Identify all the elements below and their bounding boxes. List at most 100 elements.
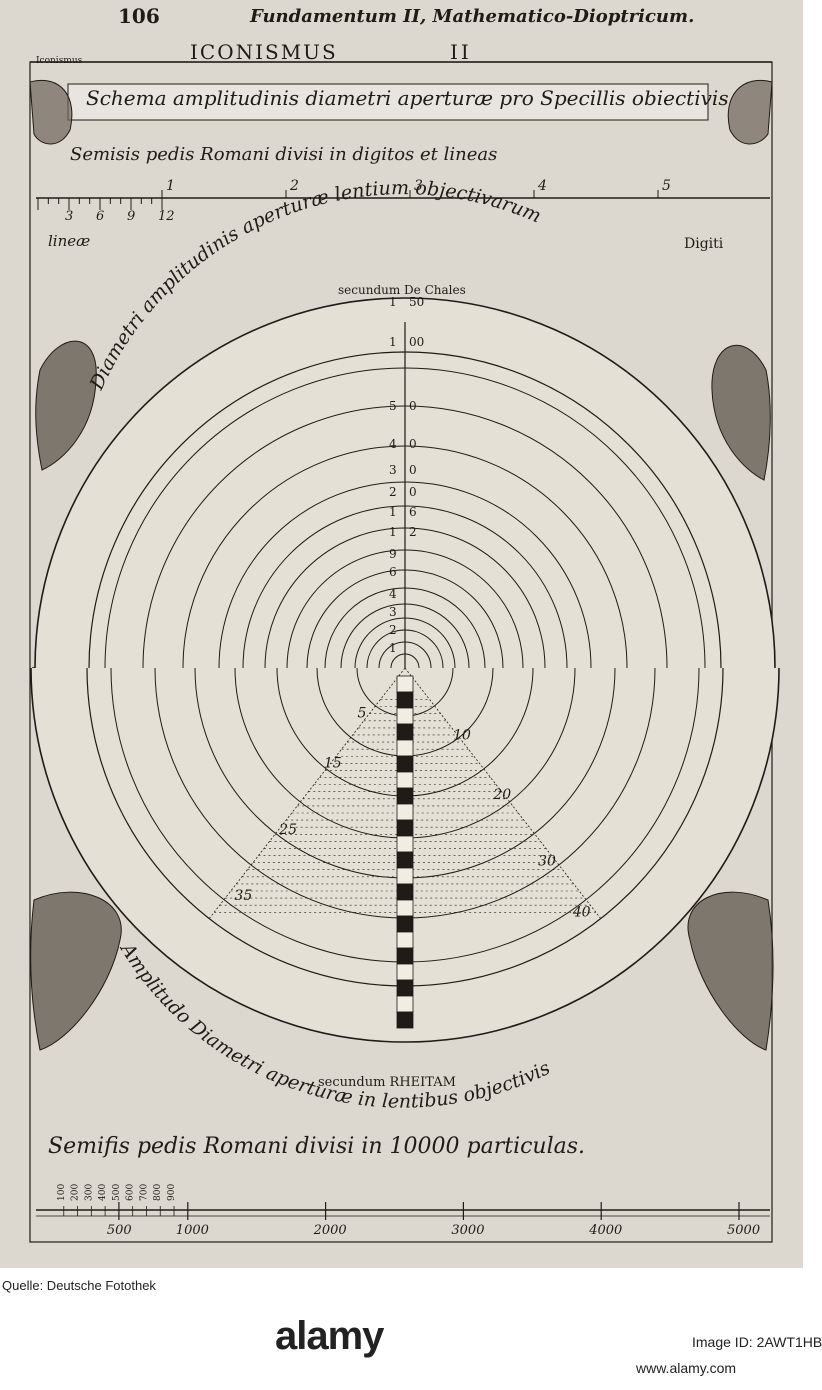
watermark-logo: alamy bbox=[275, 1314, 384, 1358]
digit-tick-label: 4 bbox=[537, 178, 547, 194]
central-scale-cell bbox=[396, 691, 414, 709]
banner-scroll-right bbox=[727, 79, 773, 145]
lower-right-label: 10 bbox=[453, 727, 471, 743]
major-tick-label: 5000 bbox=[727, 1223, 760, 1238]
lower-sub-inscription: secundum RHEITAM bbox=[318, 1075, 456, 1090]
source-credit: Quelle: Deutsche Fotothek bbox=[2, 1278, 156, 1293]
upper-axis-label: 1 bbox=[389, 335, 397, 349]
running-head: Fundamentum II, Mathematico-Dioptricum. bbox=[250, 6, 695, 27]
central-scale-cell bbox=[396, 819, 414, 837]
lineae-label: lineæ bbox=[48, 232, 91, 250]
upper-axis-label: 1 bbox=[389, 641, 397, 655]
drapery-upper-right bbox=[711, 344, 771, 481]
scheme-caption: Schema amplitudinis diametri aperturæ pr… bbox=[86, 86, 729, 110]
upper-scale-caption: Semisis pedis Romani divisi in digitos e… bbox=[70, 144, 498, 165]
upper-axis-label: 0 bbox=[409, 399, 417, 413]
upper-axis-label: 0 bbox=[409, 485, 417, 499]
plate-title: ICONISMUS bbox=[190, 40, 338, 64]
corner-label: Iconismus bbox=[36, 56, 83, 66]
lower-semicircle-diagram bbox=[30, 667, 780, 1043]
plate-number: II bbox=[450, 40, 472, 64]
digit-tick-label: 2 bbox=[289, 178, 299, 194]
line-tick-label: 6 bbox=[96, 209, 104, 224]
lower-right-label: 30 bbox=[538, 853, 556, 869]
digit-tick-label: 1 bbox=[166, 178, 175, 194]
major-tick-label: 2000 bbox=[313, 1223, 347, 1238]
central-scale-cell bbox=[396, 723, 414, 741]
upper-axis-label: 00 bbox=[409, 335, 424, 349]
central-scale-cell bbox=[396, 883, 414, 901]
fan-edge-right bbox=[404, 667, 602, 919]
lower-left-label: 35 bbox=[234, 888, 252, 904]
line-tick-label: 9 bbox=[127, 209, 135, 224]
major-tick-label: 3000 bbox=[451, 1223, 484, 1238]
drapery-upper-left bbox=[35, 340, 97, 471]
central-scale-cell bbox=[396, 899, 414, 917]
drapery-lower-right bbox=[687, 891, 774, 1051]
upper-axis-label: 3 bbox=[389, 605, 397, 619]
central-scale-cell bbox=[396, 787, 414, 805]
upper-axis-label: 6 bbox=[409, 505, 417, 519]
upper-axis-label: 0 bbox=[409, 463, 417, 477]
upper-axis-label: 2 bbox=[389, 623, 397, 637]
central-scale-cell bbox=[396, 755, 414, 773]
lower-right-label: 40 bbox=[572, 905, 591, 921]
small-tick-label: 600 bbox=[126, 1184, 136, 1201]
caption-banner bbox=[67, 83, 709, 121]
central-scale-cell bbox=[396, 931, 414, 949]
line-tick-label: 3 bbox=[65, 209, 73, 224]
central-scale-cell bbox=[396, 979, 414, 997]
upper-semicircle-diagram bbox=[34, 297, 776, 669]
upper-axis-label: 1 bbox=[389, 505, 397, 519]
central-scale-cell bbox=[396, 803, 414, 821]
lower-left-label: 5 bbox=[357, 706, 366, 722]
central-scale-cell bbox=[396, 771, 414, 789]
upper-axis-label: 6 bbox=[389, 565, 397, 579]
small-tick-label: 500 bbox=[112, 1184, 122, 1201]
small-tick-label: 100 bbox=[57, 1184, 67, 1201]
lower-left-label: 25 bbox=[278, 822, 297, 838]
central-scale-cell bbox=[396, 963, 414, 981]
upper-axis-label: 5 bbox=[389, 399, 397, 413]
central-scale-cell bbox=[396, 867, 414, 885]
fan-edge-left bbox=[208, 667, 406, 919]
upper-axis-label: 3 bbox=[389, 463, 397, 477]
central-scale-cell bbox=[396, 947, 414, 965]
central-scale-cell bbox=[396, 675, 414, 693]
major-tick-label: 1000 bbox=[176, 1223, 209, 1238]
central-scale-cell bbox=[396, 995, 414, 1013]
upper-axis-label: 1 bbox=[389, 295, 397, 309]
major-tick-label: 4000 bbox=[588, 1223, 622, 1238]
digiti-label: Digiti bbox=[684, 236, 724, 252]
lower-scale-caption: Semifis pedis Romani divisi in 10000 par… bbox=[48, 1134, 586, 1159]
upper-sub-inscription: secundum De Chales bbox=[338, 283, 466, 297]
upper-axis-label: 4 bbox=[389, 587, 397, 601]
central-scale-cell bbox=[396, 835, 414, 853]
digit-tick-label: 5 bbox=[662, 178, 671, 194]
upper-axis-label: 9 bbox=[389, 547, 397, 561]
upper-axis-label: 0 bbox=[409, 437, 417, 451]
central-scale-cell bbox=[396, 915, 414, 933]
major-tick-label: 500 bbox=[107, 1223, 132, 1238]
small-tick-label: 900 bbox=[167, 1184, 177, 1201]
page-number: 106 bbox=[118, 4, 160, 28]
drapery-lower-left bbox=[30, 891, 122, 1051]
upper-axis-label: 4 bbox=[389, 437, 397, 451]
upper-axis-label: 1 bbox=[389, 525, 397, 539]
stock-image-id: Image ID: 2AWT1HB bbox=[692, 1334, 822, 1350]
small-tick-label: 200 bbox=[71, 1184, 81, 1201]
lower-left-label: 15 bbox=[324, 755, 342, 771]
upper-axis-label: 2 bbox=[389, 485, 397, 499]
digit-tick-label: 3 bbox=[414, 178, 423, 194]
upper-axis-label: 2 bbox=[409, 525, 417, 539]
central-scale-cell bbox=[396, 739, 414, 757]
small-tick-label: 700 bbox=[139, 1184, 149, 1201]
small-tick-label: 400 bbox=[98, 1184, 108, 1201]
lower-right-label: 20 bbox=[492, 787, 511, 803]
line-tick-label: 12 bbox=[158, 209, 175, 224]
small-tick-label: 800 bbox=[153, 1184, 163, 1201]
stock-site: www.alamy.com bbox=[636, 1360, 737, 1376]
